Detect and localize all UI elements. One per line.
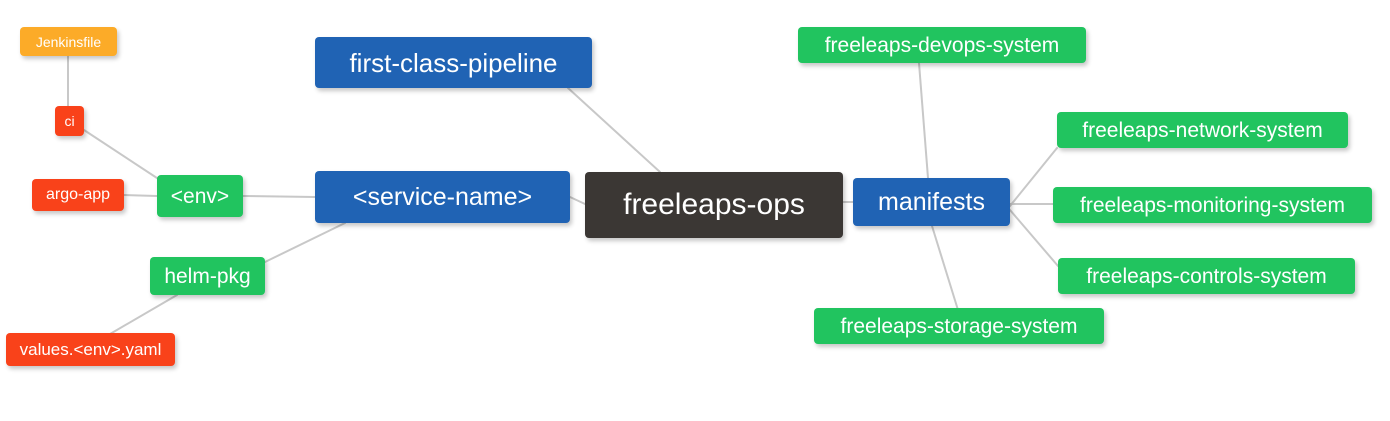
edge-env-to-ci <box>83 129 161 181</box>
node-manifests[interactable]: manifests <box>853 178 1010 226</box>
edge-service-name-to-helm-pkg <box>264 222 346 263</box>
node-label-values-env-yaml: values.<env>.yaml <box>19 340 162 359</box>
node-label-env: <env> <box>170 184 230 208</box>
node-label-freeleaps-network-system: freeleaps-network-system <box>1082 118 1323 142</box>
node-first-class-pipeline[interactable]: first-class-pipeline <box>315 37 592 88</box>
node-label-jenkinsfile: Jenkinsfile <box>35 33 102 50</box>
edge-manifests-to-freeleaps-storage-system <box>931 225 959 311</box>
node-values-env-yaml[interactable]: values.<env>.yaml <box>6 333 175 366</box>
node-label-helm-pkg: helm-pkg <box>164 264 251 288</box>
edge-helm-pkg-to-values-env-yaml <box>109 294 178 335</box>
edge-manifests-to-freeleaps-controls-system <box>1009 209 1059 267</box>
edge-env-to-argo-app <box>123 194 158 197</box>
node-ci[interactable]: ci <box>55 106 84 136</box>
node-freeleaps-ops[interactable]: freeleaps-ops <box>585 172 843 238</box>
node-label-freeleaps-devops-system: freeleaps-devops-system <box>824 33 1060 57</box>
node-jenkinsfile[interactable]: Jenkinsfile <box>20 27 117 56</box>
node-helm-pkg[interactable]: helm-pkg <box>150 257 265 295</box>
node-freeleaps-network-system[interactable]: freeleaps-network-system <box>1057 112 1348 148</box>
node-label-service-name: <service-name> <box>352 182 533 211</box>
node-env[interactable]: <env> <box>157 175 243 217</box>
node-freeleaps-controls-system[interactable]: freeleaps-controls-system <box>1058 258 1355 294</box>
edge-freeleaps-ops-to-service-name <box>569 196 586 205</box>
node-argo-app[interactable]: argo-app <box>32 179 124 211</box>
node-label-argo-app: argo-app <box>45 186 111 203</box>
edge-freeleaps-ops-to-first-class-pipeline <box>567 87 661 173</box>
edge-service-name-to-env <box>242 195 316 198</box>
node-label-first-class-pipeline: first-class-pipeline <box>349 47 558 78</box>
edge-manifests-to-freeleaps-devops-system <box>918 62 929 179</box>
node-service-name[interactable]: <service-name> <box>315 171 570 223</box>
node-label-freeleaps-monitoring-system: freeleaps-monitoring-system <box>1080 193 1345 217</box>
node-label-manifests: manifests <box>878 187 985 216</box>
node-freeleaps-devops-system[interactable]: freeleaps-devops-system <box>798 27 1086 63</box>
node-label-freeleaps-ops: freeleaps-ops <box>623 188 805 221</box>
node-label-ci: ci <box>64 113 75 129</box>
node-freeleaps-storage-system[interactable]: freeleaps-storage-system <box>814 308 1104 344</box>
node-label-freeleaps-controls-system: freeleaps-controls-system <box>1086 264 1327 288</box>
node-label-freeleaps-storage-system: freeleaps-storage-system <box>840 314 1078 338</box>
edge-manifests-to-freeleaps-network-system <box>1009 147 1058 207</box>
node-freeleaps-monitoring-system[interactable]: freeleaps-monitoring-system <box>1053 187 1372 223</box>
